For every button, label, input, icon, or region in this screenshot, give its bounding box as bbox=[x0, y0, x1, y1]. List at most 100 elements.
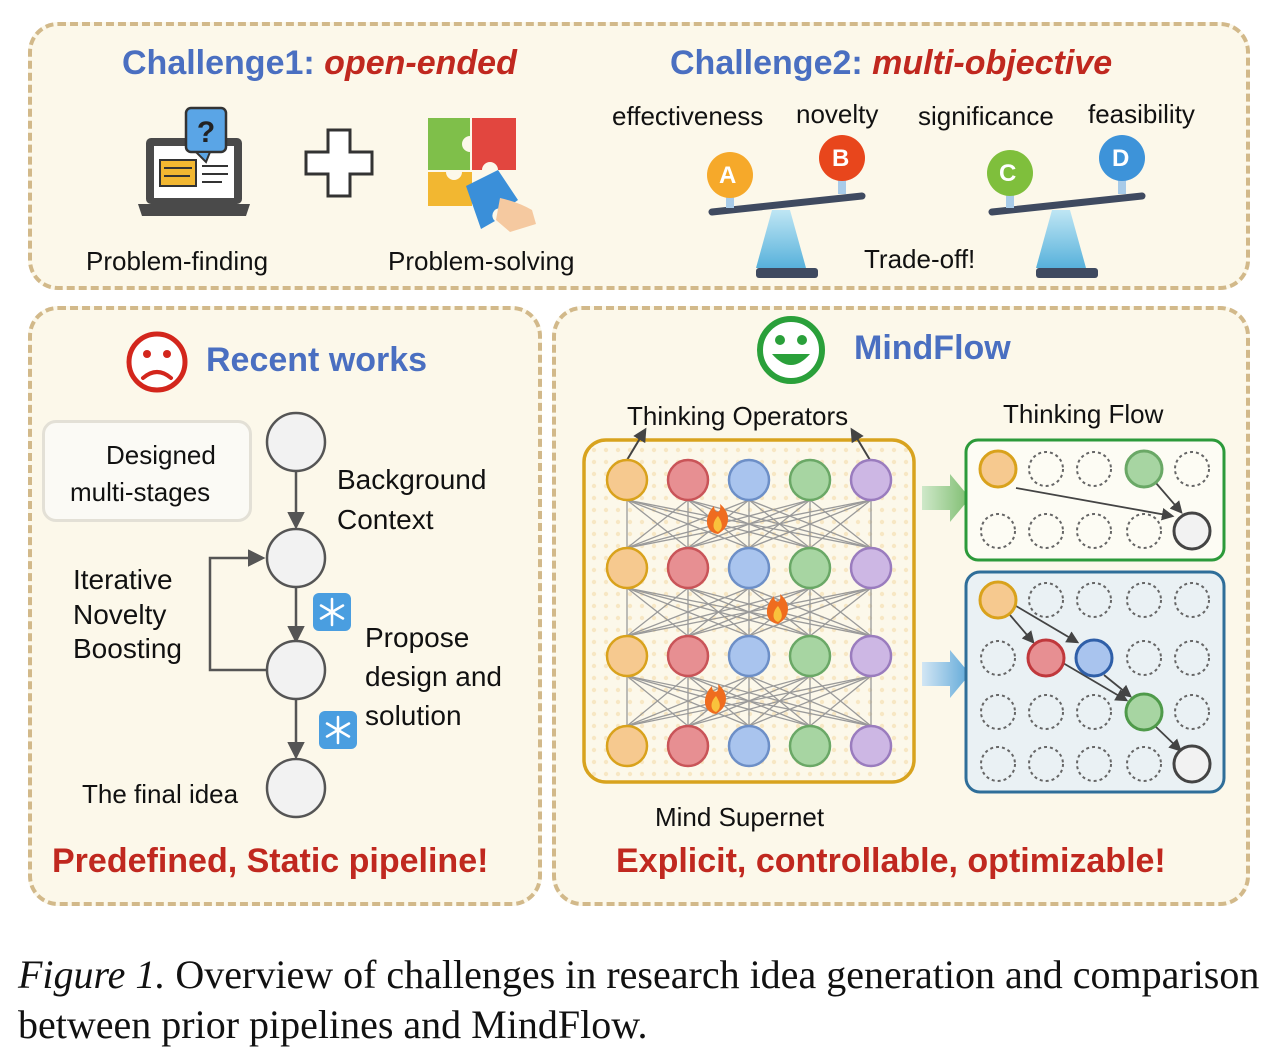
thinking-operators-label: Thinking Operators bbox=[627, 401, 849, 431]
balance-scale-cd bbox=[987, 135, 1146, 278]
flow-edge bbox=[1062, 662, 1129, 702]
flow-node bbox=[1124, 692, 1164, 732]
challenge1-prefix: Challenge1: bbox=[122, 44, 315, 82]
flow-edge bbox=[1009, 614, 1035, 644]
empty-slot bbox=[1174, 582, 1210, 618]
snowflake-icon bbox=[313, 593, 351, 631]
empty-slot bbox=[1028, 451, 1064, 487]
badge-d: D bbox=[1112, 145, 1130, 172]
flow-edge bbox=[1154, 725, 1182, 752]
tradeoff-label: Trade-off! bbox=[864, 244, 976, 274]
challenge2-prefix: Challenge2: bbox=[670, 44, 863, 82]
stage-circle-3 bbox=[265, 639, 327, 701]
static-pipeline bbox=[208, 411, 327, 819]
problem-solving-label: Problem-solving bbox=[388, 246, 575, 276]
thinking-flow-label: Thinking Flow bbox=[1003, 399, 1164, 429]
challenge1-title: Challenge1: open-ended bbox=[122, 44, 517, 83]
flow-arrow-blue bbox=[922, 650, 970, 698]
operator-node bbox=[788, 458, 832, 502]
operator-node bbox=[605, 546, 649, 590]
flow-node bbox=[1124, 449, 1164, 489]
operator-node bbox=[605, 634, 649, 678]
objective-significance: significance bbox=[918, 101, 1054, 131]
empty-slot bbox=[1028, 513, 1064, 549]
fire-icon bbox=[704, 684, 726, 714]
plus-icon bbox=[304, 128, 374, 198]
empty-slot bbox=[1126, 640, 1162, 676]
challenge2-emph: multi-objective bbox=[872, 44, 1113, 82]
operator-node bbox=[666, 634, 710, 678]
empty-slot bbox=[1076, 746, 1112, 782]
operator-node bbox=[849, 724, 893, 768]
recent-works-title: Recent works bbox=[206, 341, 428, 379]
step-context: Context bbox=[337, 504, 434, 535]
empty-slot bbox=[1028, 694, 1064, 730]
step-design: design and bbox=[365, 661, 503, 692]
caption-text: Overview of challenges in research idea … bbox=[18, 952, 1260, 1047]
operator-node bbox=[605, 724, 649, 768]
problem-finding-label: Problem-finding bbox=[86, 246, 269, 276]
mind-supernet-label: Mind Supernet bbox=[655, 802, 825, 832]
empty-slot bbox=[1028, 746, 1064, 782]
empty-slot bbox=[1076, 694, 1112, 730]
operator-node bbox=[727, 458, 771, 502]
step-boosting: Boosting bbox=[73, 633, 182, 664]
operator-node bbox=[666, 458, 710, 502]
flow-node bbox=[978, 449, 1018, 489]
challenge2-title: Challenge2: multi-objective bbox=[670, 44, 1112, 83]
step-iterative: Iterative bbox=[73, 564, 173, 595]
flow-node bbox=[1026, 638, 1066, 678]
empty-slot bbox=[980, 694, 1016, 730]
step-propose: Propose bbox=[365, 622, 470, 653]
objective-novelty: novelty bbox=[796, 99, 879, 129]
operator-node bbox=[849, 458, 893, 502]
step-final-idea: The final idea bbox=[82, 779, 239, 809]
objective-feasibility: feasibility bbox=[1088, 99, 1195, 129]
empty-slot bbox=[980, 513, 1016, 549]
operator-node bbox=[605, 458, 649, 502]
laptop-question-icon: ? bbox=[138, 106, 250, 216]
empty-slot bbox=[980, 746, 1016, 782]
flow-node bbox=[1074, 638, 1114, 678]
balance-scale-ab bbox=[707, 135, 866, 278]
flow-node bbox=[978, 580, 1018, 620]
objective-effectiveness: effectiveness bbox=[612, 101, 764, 131]
operator-node bbox=[666, 724, 710, 768]
operator-node bbox=[727, 724, 771, 768]
badge-a: A bbox=[719, 162, 737, 189]
empty-slot bbox=[1174, 451, 1210, 487]
operator-node bbox=[788, 634, 832, 678]
stage-circle-2 bbox=[265, 527, 327, 589]
operator-node bbox=[849, 634, 893, 678]
sad-face-icon bbox=[126, 331, 188, 393]
operator-node bbox=[788, 546, 832, 590]
step-solution: solution bbox=[365, 700, 462, 731]
flow-edge bbox=[1103, 674, 1132, 698]
empty-slot bbox=[1076, 451, 1112, 487]
thinking-flow-blue bbox=[964, 570, 1226, 794]
mindflow-title: MindFlow bbox=[854, 329, 1011, 367]
operator-node bbox=[788, 724, 832, 768]
legend-line-2: multi-stages bbox=[70, 477, 211, 507]
empty-slot bbox=[1076, 582, 1112, 618]
figure-caption: Figure 1. Overview of challenges in rese… bbox=[18, 950, 1268, 1050]
empty-slot bbox=[1126, 513, 1162, 549]
flow-edge bbox=[1015, 605, 1080, 644]
empty-slot bbox=[1126, 746, 1162, 782]
fire-icon bbox=[706, 504, 728, 534]
challenge1-emph: open-ended bbox=[324, 44, 517, 82]
snowflake-icon bbox=[319, 711, 357, 749]
flow-node bbox=[1172, 511, 1212, 551]
empty-slot bbox=[1076, 513, 1112, 549]
legend-line-1: Designed bbox=[106, 440, 216, 470]
flow-edge bbox=[1015, 487, 1175, 521]
stage-circle-1 bbox=[265, 411, 327, 473]
recent-verdict: Predefined, Static pipeline! bbox=[52, 842, 489, 880]
puzzle-icon bbox=[428, 118, 536, 232]
flow-arrow-green bbox=[922, 474, 970, 522]
operator-node bbox=[849, 546, 893, 590]
mindflow-verdict: Explicit, controllable, optimizable! bbox=[616, 842, 1166, 880]
badge-b: B bbox=[832, 145, 850, 172]
step-novelty: Novelty bbox=[73, 599, 167, 630]
figure-label: Figure 1. bbox=[18, 952, 166, 997]
